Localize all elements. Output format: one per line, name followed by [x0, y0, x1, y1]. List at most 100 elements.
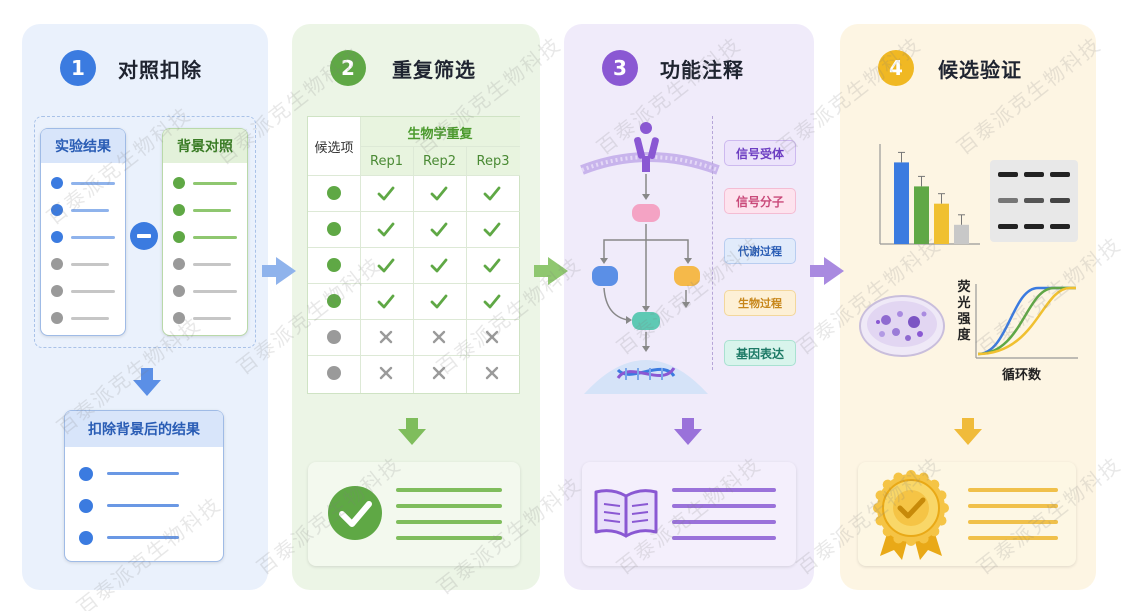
gene-expression-tag: 基因表达 — [724, 340, 796, 366]
list-item-line — [193, 182, 237, 185]
result-item-dot — [79, 467, 93, 481]
down-arrow-icon — [133, 368, 161, 396]
list-item-dot — [173, 258, 185, 270]
petri-dish-image — [859, 295, 945, 357]
check-icon — [430, 222, 448, 237]
down-arrow-icon — [954, 418, 982, 445]
list-item-line — [193, 317, 231, 320]
candidate-dot — [327, 186, 341, 200]
signal-molecule-tag: 信号分子 — [724, 188, 796, 214]
open-book-icon — [594, 489, 658, 538]
list-item-line — [71, 263, 109, 266]
candidate-column-header: 候选项 — [314, 140, 354, 156]
step1-title: 对照扣除 — [118, 58, 202, 82]
list-item-line — [193, 290, 237, 293]
annotation-guide-line — [712, 116, 713, 370]
qpcr-amplification-curves — [975, 284, 1078, 359]
right-arrow-icon — [810, 257, 844, 285]
check-icon — [483, 222, 501, 237]
list-item-line — [193, 263, 231, 266]
validation-bar — [954, 224, 969, 244]
comparison-frame — [34, 116, 256, 348]
check-icon — [430, 186, 448, 201]
cycle-number-axis-label: 循环数 — [1002, 368, 1042, 383]
list-item-line — [71, 317, 109, 320]
subtracted-result-label: 扣除背景后的结果 — [65, 411, 223, 447]
candidate-dot — [327, 330, 341, 344]
check-icon — [483, 258, 501, 273]
rep2-header: Rep2 — [423, 153, 456, 169]
check-icon — [483, 294, 501, 309]
list-item-line — [71, 209, 109, 212]
list-item-dot — [173, 177, 185, 189]
result-item-line — [107, 472, 179, 475]
list-item-line — [71, 236, 115, 239]
metabolic-process-tag: 代谢过程 — [724, 238, 796, 264]
step4-title: 候选验证 — [938, 58, 1022, 82]
list-item-dot — [173, 231, 185, 243]
list-item-dot — [51, 231, 63, 243]
cross-icon — [432, 330, 446, 344]
list-item-line — [71, 290, 115, 293]
list-item-dot — [51, 258, 63, 270]
down-arrow-icon — [398, 418, 426, 445]
right-arrow-icon — [534, 257, 568, 285]
filtered-result-card — [308, 462, 520, 566]
step3-number: 3 — [602, 50, 638, 86]
rep1-header: Rep1 — [370, 153, 403, 169]
step1-number: 1 — [60, 50, 96, 86]
check-icon — [377, 294, 395, 309]
replicate-table: 候选项 生物学重复 Rep1 Rep2 Rep3 — [307, 116, 520, 394]
background-control-card: 背景对照 — [162, 128, 248, 336]
validation-bar — [934, 203, 949, 244]
cross-icon — [485, 330, 499, 344]
western-blot-image — [990, 160, 1078, 242]
cross-icon — [379, 366, 393, 380]
list-item-line — [193, 209, 231, 212]
list-item-line — [193, 236, 237, 239]
candidate-dot — [327, 366, 341, 380]
subtracted-result-card: 扣除背景后的结果 — [64, 410, 224, 562]
result-item-line — [107, 536, 179, 539]
check-icon — [430, 294, 448, 309]
candidate-dot — [327, 294, 341, 308]
minus-icon — [130, 222, 158, 250]
list-item-dot — [173, 312, 185, 324]
experiment-result-card: 实验结果 — [40, 128, 126, 336]
background-control-label: 背景对照 — [163, 129, 247, 163]
down-arrow-icon — [674, 418, 702, 445]
check-circle-icon — [328, 486, 382, 540]
list-item-dot — [173, 204, 185, 216]
list-item-dot — [173, 285, 185, 297]
list-item-dot — [51, 285, 63, 297]
candidate-dot — [327, 222, 341, 236]
validation-bar — [914, 186, 929, 244]
biological-replicate-header: 生物学重复 — [407, 126, 473, 142]
experiment-result-label: 实验结果 — [41, 129, 125, 163]
step3-title: 功能注释 — [660, 58, 744, 82]
signaling-pathway-diagram — [580, 122, 720, 394]
validation-bar-chart — [879, 144, 980, 245]
rep3-header: Rep3 — [476, 153, 510, 169]
result-item-dot — [79, 499, 93, 513]
validated-result-card — [858, 462, 1076, 566]
step2-number: 2 — [330, 50, 366, 86]
check-icon — [483, 186, 501, 201]
step2-title: 重复筛选 — [392, 58, 476, 82]
right-arrow-icon — [262, 257, 296, 285]
cross-icon — [432, 366, 446, 380]
award-badge-icon — [873, 470, 949, 560]
biological-process-tag: 生物过程 — [724, 290, 796, 316]
fluorescence-axis-label: 荧光强度 — [957, 280, 971, 343]
cross-icon — [485, 366, 499, 380]
list-item-dot — [51, 177, 63, 189]
check-icon — [377, 222, 395, 237]
annotation-result-card — [582, 462, 796, 566]
list-item-dot — [51, 204, 63, 216]
candidate-dot — [327, 258, 341, 272]
check-icon — [377, 258, 395, 273]
check-icon — [430, 258, 448, 273]
cross-icon — [379, 330, 393, 344]
validation-bar — [894, 162, 909, 244]
result-item-line — [107, 504, 179, 507]
